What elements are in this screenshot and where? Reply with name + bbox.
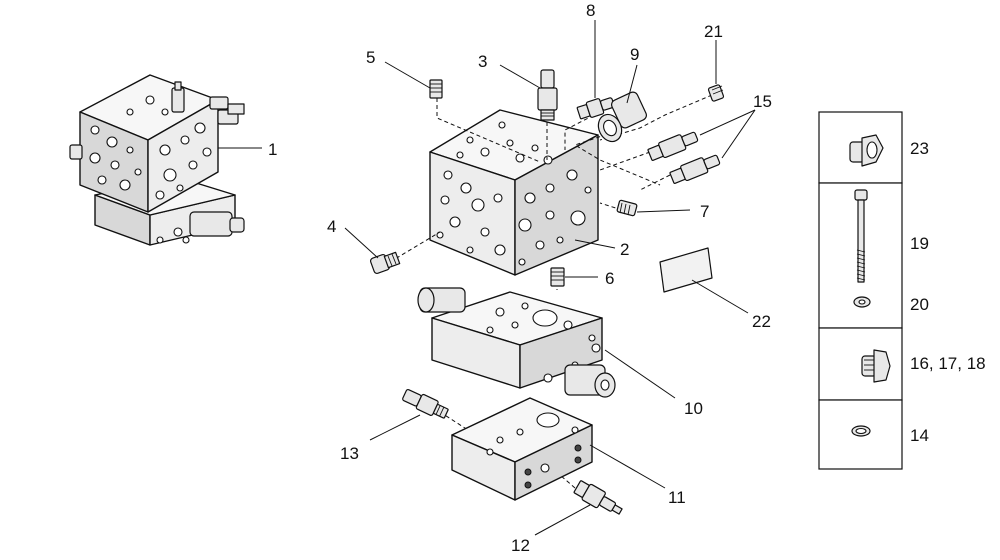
- callout-16-17-18: 16, 17, 18: [910, 354, 986, 373]
- callout-5: 5: [366, 48, 375, 67]
- fitting-item-13: [402, 388, 449, 419]
- callout-3: 3: [478, 52, 487, 71]
- callout-15: 15: [753, 92, 772, 111]
- callout-1: 1: [268, 140, 277, 159]
- fitting-item-8: [576, 97, 615, 120]
- callout-21: 21: [704, 22, 723, 41]
- nut-item-23: [849, 134, 884, 167]
- fitting-item-12: [573, 480, 623, 515]
- callout-9: 9: [630, 45, 639, 64]
- plug-item-4: [369, 251, 401, 275]
- fitting-item-3: [537, 69, 558, 121]
- callout-22: 22: [752, 312, 771, 331]
- spare-parts-panel: [818, 111, 903, 470]
- callout-13: 13: [340, 444, 359, 463]
- callout-19: 19: [910, 234, 929, 253]
- bolt-item-19: [854, 189, 868, 283]
- plug-item-6: [550, 267, 565, 287]
- callout-20: 20: [910, 295, 929, 314]
- callout-12: 12: [511, 536, 530, 555]
- callout-4: 4: [327, 217, 336, 236]
- callout-10: 10: [684, 399, 703, 418]
- section-valve-item-10: [417, 287, 616, 398]
- callout-11: 11: [668, 488, 686, 507]
- cartridge-item-15b: [669, 154, 721, 184]
- callout-7: 7: [700, 202, 709, 221]
- callout-8: 8: [586, 1, 595, 20]
- callout-14: 14: [910, 426, 929, 445]
- plug-item-16-17-18: [861, 349, 891, 383]
- callout-2: 2: [620, 240, 629, 259]
- plug-item-5: [429, 79, 443, 99]
- plug-item-21: [707, 84, 725, 102]
- end-plate-item-11: [451, 397, 593, 501]
- callout-23: 23: [910, 139, 929, 158]
- cartridge-item-15a: [647, 131, 699, 161]
- main-valve-block-item-2: [429, 109, 599, 276]
- callout-6: 6: [605, 269, 614, 288]
- fitting-item-9: [597, 91, 647, 143]
- plug-item-7: [616, 199, 638, 217]
- label-plate-item-22: [659, 247, 713, 293]
- assembled-valve-item-1: [69, 74, 245, 246]
